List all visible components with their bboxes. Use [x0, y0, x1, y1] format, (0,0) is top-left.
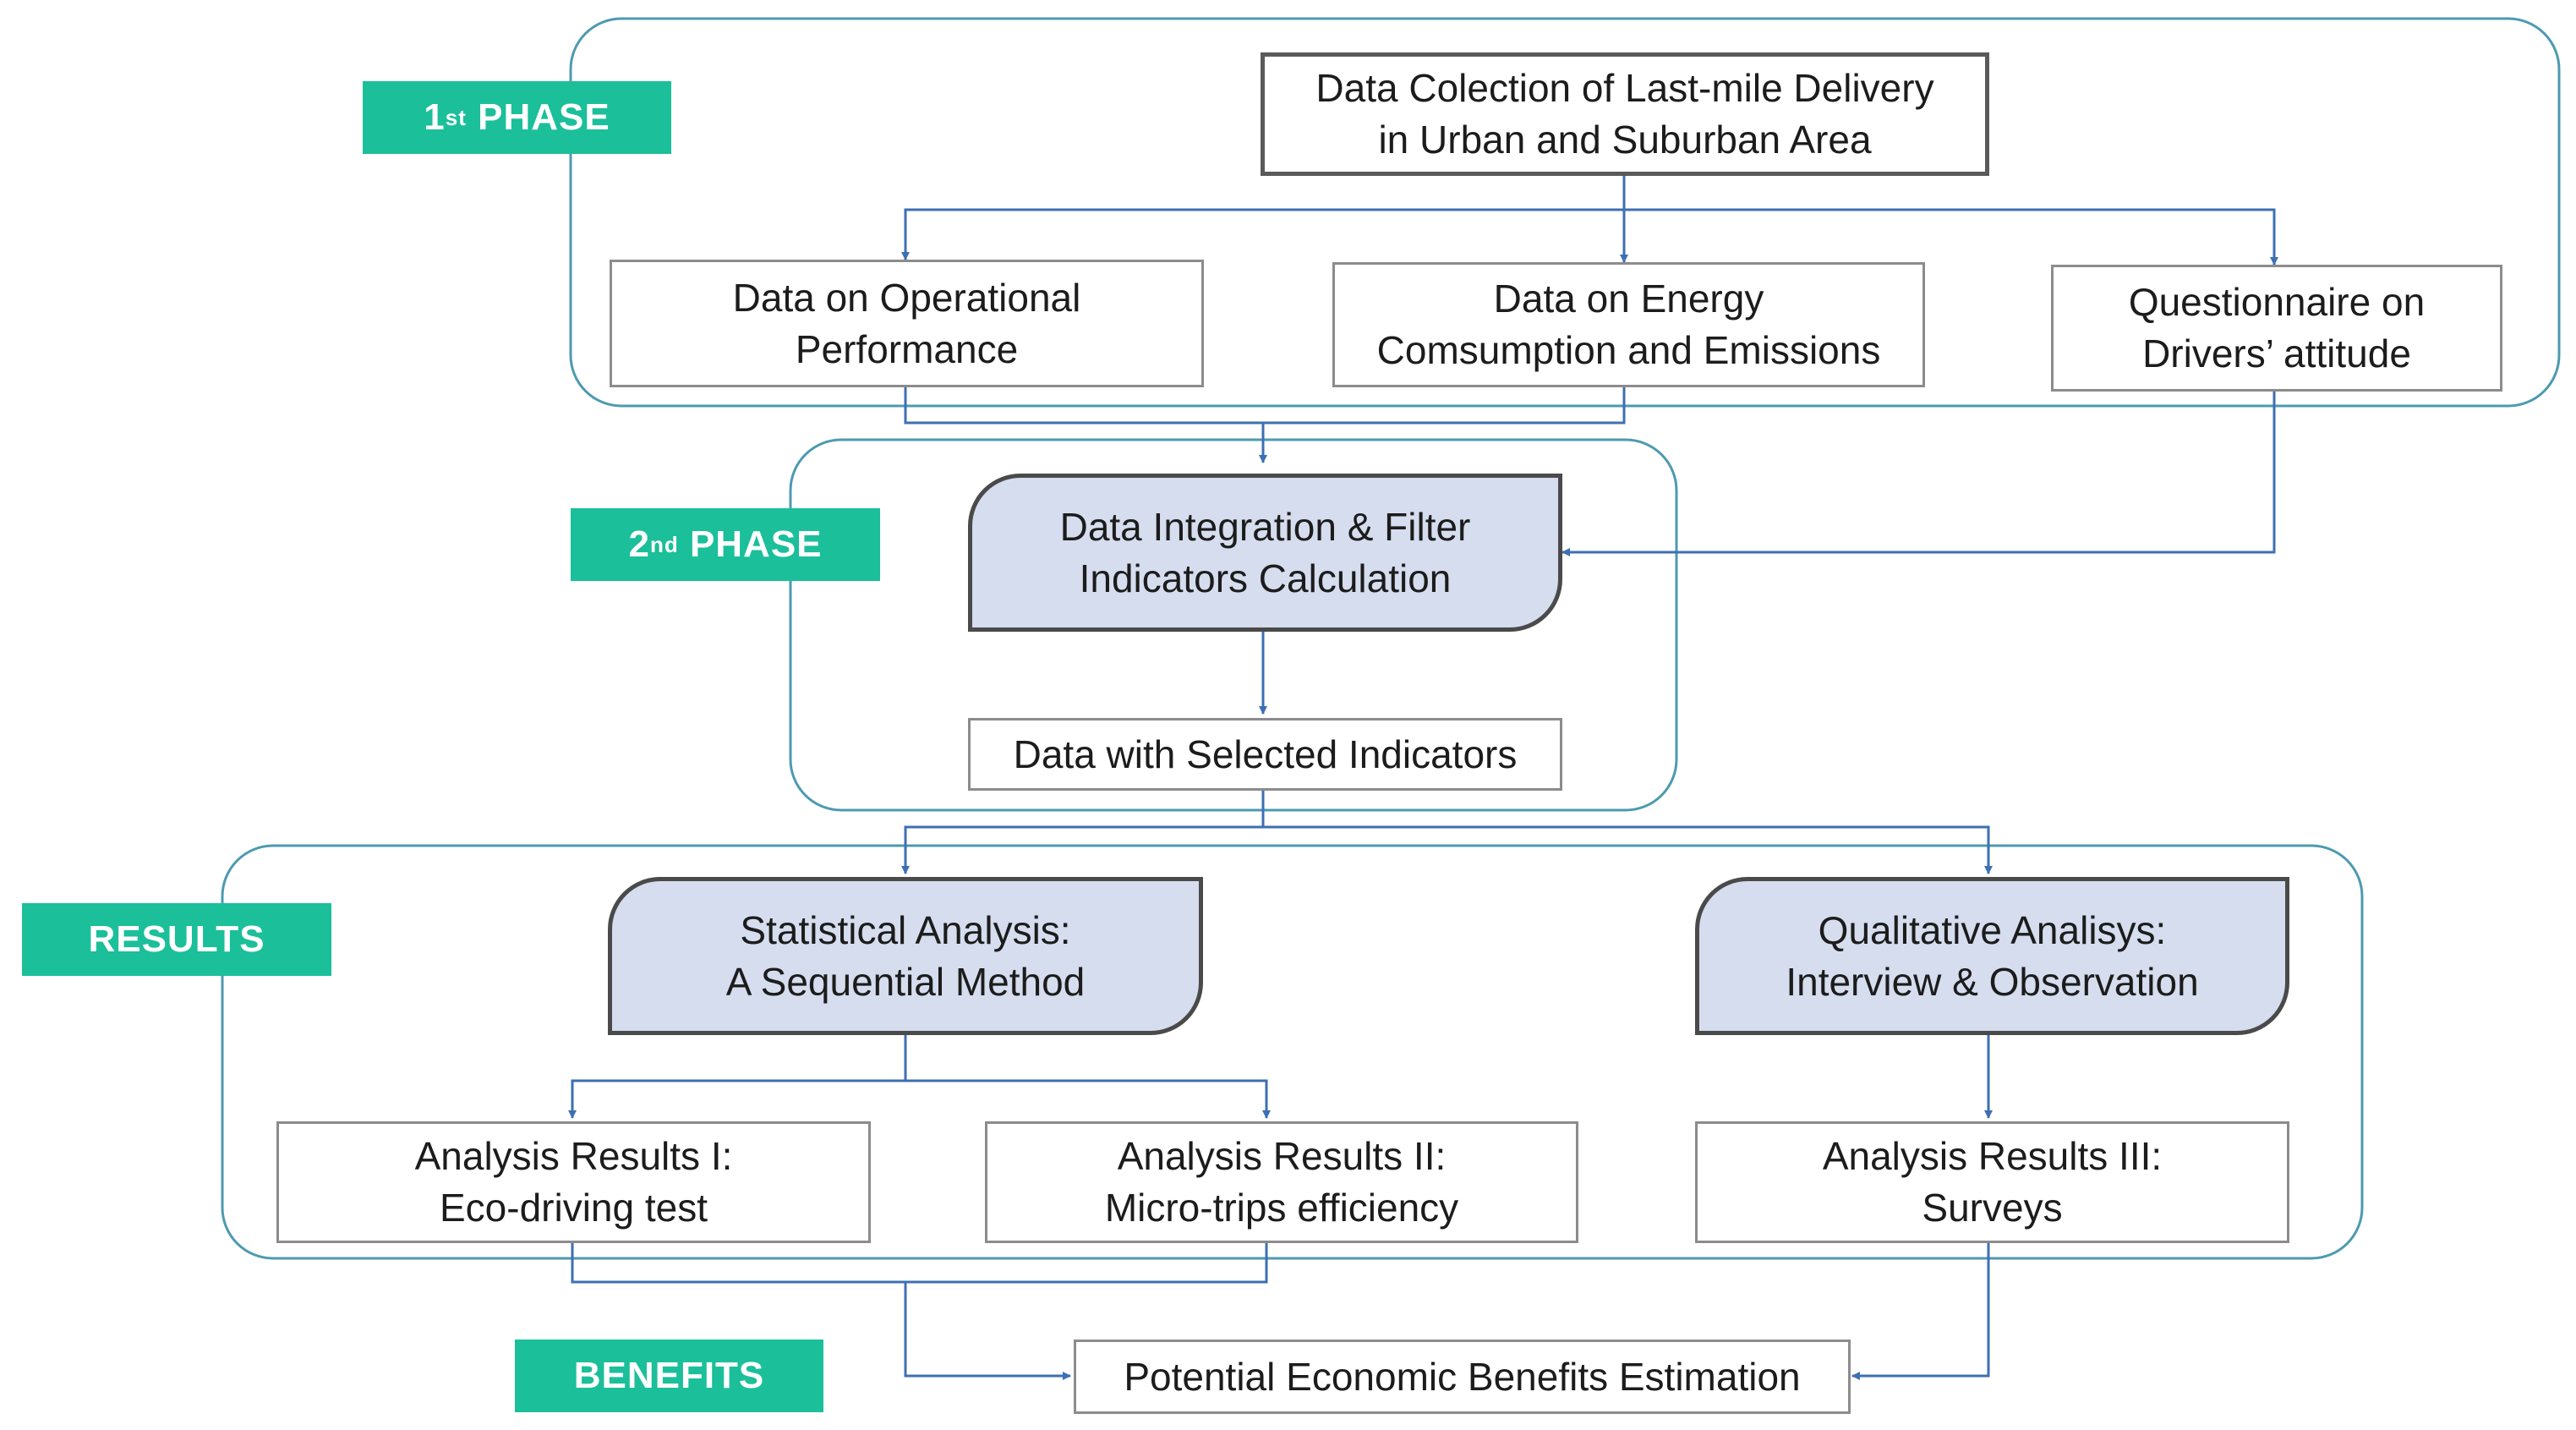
connector-operational-bottom	[904, 387, 1626, 425]
phase2-number: 2	[628, 523, 650, 565]
operational-performance-box: Data on Operational Performance	[610, 260, 1204, 387]
results2-line-1: Analysis Results II:	[1117, 1134, 1447, 1179]
connector-statistical-split	[568, 1035, 907, 1119]
connector-to-questionnaire	[1624, 208, 2278, 266]
statistical-analysis-box: Statistical Analysis: A Sequential Metho…	[608, 877, 1203, 1035]
connector-results1-2-bottom	[571, 1243, 1268, 1284]
connector-selected-split	[901, 791, 1265, 874]
connector-to-results2	[905, 1079, 1271, 1119]
phase2-group-outline	[789, 438, 1678, 812]
integration-line-2: Indicators Calculation	[1079, 556, 1452, 600]
connector-to-qualitative	[1263, 825, 1993, 874]
analysis-results-2-box: Analysis Results II: Micro-trips efficie…	[985, 1121, 1578, 1243]
data-collection-line-2: in Urban and Suburban Area	[1378, 118, 1872, 162]
statistical-line-2: A Sequential Method	[725, 959, 1086, 1004]
benefits-estimation-line-1: Potential Economic Benefits Estimation	[1124, 1354, 1801, 1399]
connector-collection-split	[901, 176, 1626, 260]
connector-to-benefits-right	[1851, 1243, 1990, 1380]
selected-indicators-box: Data with Selected Indicators	[968, 718, 1562, 791]
connector-questionnaire-to-integration	[1561, 392, 2276, 556]
results2-line-2: Micro-trips efficiency	[1104, 1186, 1459, 1230]
energy-line-1: Data on Energy	[1493, 277, 1764, 321]
data-integration-box: Data Integration & Filter Indicators Cal…	[968, 474, 1562, 632]
qualitative-line-1: Qualitative Analisys:	[1818, 907, 2167, 952]
statistical-line-1: Statistical Analysis:	[740, 907, 1071, 952]
benefits-estimation-box: Potential Economic Benefits Estimation	[1074, 1340, 1851, 1414]
qualitative-line-2: Interview & Observation	[1786, 959, 2199, 1004]
results3-line-1: Analysis Results III:	[1822, 1134, 2163, 1179]
results-label: RESULTS	[22, 903, 331, 976]
phase1-group-outline	[569, 17, 2561, 408]
results1-line-1: Analysis Results I:	[414, 1134, 733, 1179]
energy-emissions-box: Data on Energy Comsumption and Emissions	[1332, 262, 1925, 387]
analysis-results-3-box: Analysis Results III: Surveys	[1695, 1121, 2289, 1243]
data-collection-box: Data Colection of Last-mile Delivery in …	[1261, 52, 1989, 176]
results3-line-2: Surveys	[1922, 1186, 2063, 1230]
analysis-results-1-box: Analysis Results I: Eco-driving test	[276, 1121, 871, 1243]
phase1-number: 1	[424, 96, 446, 138]
selected-line-1: Data with Selected Indicators	[1013, 731, 1518, 776]
integration-line-1: Data Integration & Filter	[1059, 504, 1471, 549]
results1-line-2: Eco-driving test	[439, 1186, 708, 1230]
connector-to-benefits-left	[904, 1282, 1071, 1380]
phase2-word: PHASE	[689, 523, 823, 565]
questionnaire-line-2: Drivers’ attitude	[2142, 331, 2411, 375]
results-group-outline	[221, 844, 2364, 1260]
questionnaire-box: Questionnaire on Drivers’ attitude	[2051, 265, 2502, 392]
operational-line-1: Data on Operational	[732, 275, 1081, 320]
benefits-label: BENEFITS	[515, 1340, 823, 1412]
qualitative-analysis-box: Qualitative Analisys: Interview & Observ…	[1695, 877, 2289, 1035]
data-collection-line-1: Data Colection of Last-mile Delivery	[1315, 66, 1934, 111]
phase1-word: PHASE	[478, 96, 610, 138]
operational-line-2: Performance	[795, 326, 1019, 371]
questionnaire-line-1: Questionnaire on	[2128, 280, 2426, 325]
energy-line-2: Comsumption and Emissions	[1376, 328, 1881, 372]
